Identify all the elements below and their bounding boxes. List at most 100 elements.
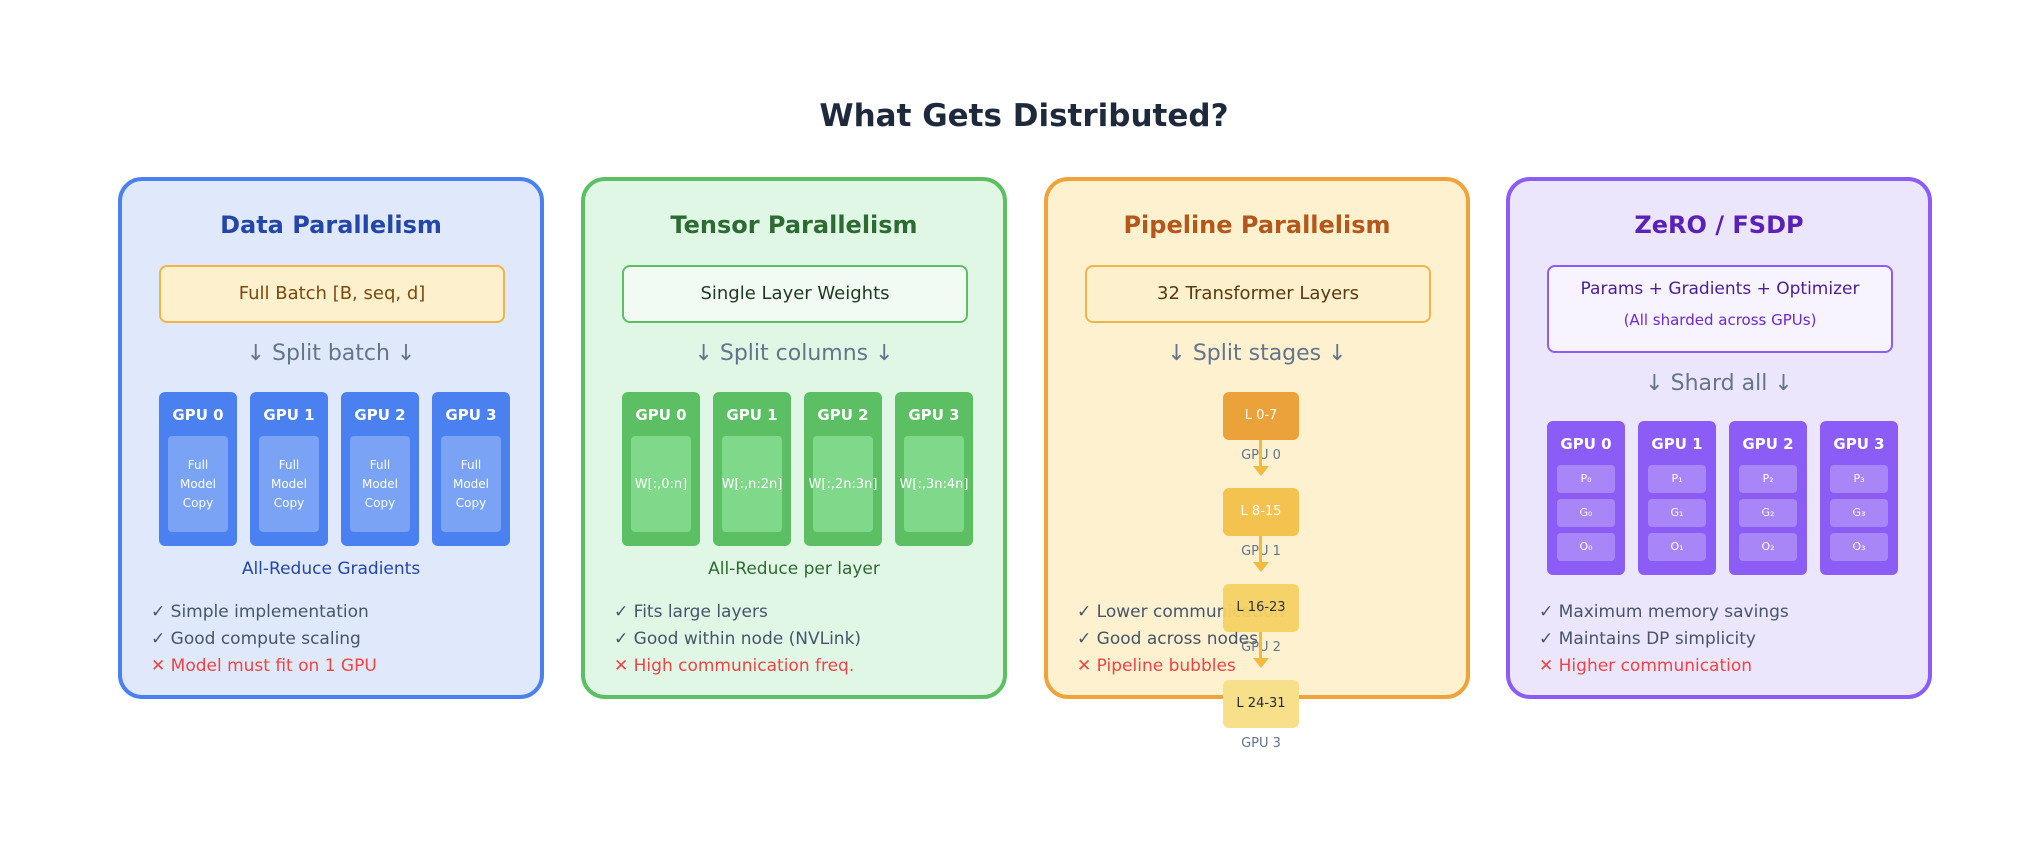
gpu-label: GPU 0	[172, 406, 224, 424]
panel-title: Pipeline Parallelism	[1123, 211, 1391, 239]
gpu-card: GPU 0 W[:,0:n]	[622, 392, 700, 546]
weight-shard: W[:,0:n]	[631, 436, 691, 532]
split-label: ↓ Shard all ↓	[1645, 371, 1793, 396]
pros-list: ✓ Maximum memory savings ✓ Maintains DP …	[1539, 599, 1789, 680]
con-item: ✕ Pipeline bubbles	[1077, 656, 1236, 676]
panel-tensor-parallelism: Tensor Parallelism Single Layer Weights …	[581, 177, 1007, 699]
gpu-label: GPU 1	[726, 406, 778, 424]
gpu-label: GPU 2	[354, 406, 406, 424]
page-title: What Gets Distributed?	[819, 98, 1229, 134]
gpu-label: GPU 0	[1560, 435, 1612, 453]
weights-box: Single Layer Weights	[622, 265, 968, 323]
gpu-card: GPU 2 P₂ G₂ O₂	[1729, 421, 1807, 575]
param-shard: P₀	[1557, 465, 1615, 493]
split-label: ↓ Split stages ↓	[1167, 341, 1347, 366]
model-copy-line: Copy	[182, 495, 214, 510]
pipeline-stage: L 24-31	[1223, 680, 1299, 728]
gpu-label: GPU 1	[263, 406, 315, 424]
param-shard: P₃	[1830, 465, 1888, 493]
pipeline-stage: L 16-23	[1223, 584, 1299, 632]
sharded-state-box: Params + Gradients + Optimizer (All shar…	[1547, 265, 1893, 353]
pro-item: ✓ Simple implementation	[151, 602, 369, 622]
model-copy-line: Full	[187, 457, 209, 472]
panel-title: Tensor Parallelism	[670, 211, 918, 239]
model-copy-line: Full	[278, 457, 300, 472]
model-copy-line: Model	[179, 476, 217, 491]
batch-box: Full Batch [B, seq, d]	[159, 265, 505, 323]
model-copy-line: Copy	[455, 495, 487, 510]
weight-shard: W[:,3n:4n]	[900, 436, 968, 532]
down-arrow-head	[1253, 658, 1269, 668]
layers-box: 32 Transformer Layers	[1085, 265, 1431, 323]
pipeline-stage: L 0-7	[1223, 392, 1299, 440]
panel-title: ZeRO / FSDP	[1634, 211, 1804, 239]
gpu-label: GPU 2	[1742, 435, 1794, 453]
gpu-label: GPU 2	[817, 406, 869, 424]
grad-shard: G₂	[1739, 499, 1797, 527]
pro-item: ✓ Good within node (NVLink)	[614, 629, 862, 649]
con-item: ✕ Model must fit on 1 GPU	[151, 656, 377, 676]
con-item: ✕ Higher communication	[1539, 656, 1753, 676]
box-line: Params + Gradients + Optimizer	[1580, 279, 1860, 299]
optim-shard: O₃	[1830, 533, 1888, 561]
panel-pipeline-parallelism: Pipeline Parallelism 32 Transformer Laye…	[1044, 177, 1470, 751]
gpu-label: GPU 3	[908, 406, 960, 424]
model-copy-line: Model	[452, 476, 490, 491]
pros-list: ✓ Fits large layers ✓ Good within node (…	[614, 599, 861, 680]
gpu-label: GPU 1	[1651, 435, 1703, 453]
gpu-card: GPU 1 W[:,n:2n]	[713, 392, 791, 546]
pro-item: ✓ Maintains DP simplicity	[1539, 629, 1756, 649]
model-copy-line: Copy	[273, 495, 305, 510]
split-label: ↓ Split batch ↓	[246, 341, 416, 366]
down-arrow	[1259, 536, 1262, 564]
stage-gpu-label: GPU 3	[1241, 736, 1281, 751]
grad-shard: G₃	[1830, 499, 1888, 527]
pro-item: ✓ Maximum memory savings	[1539, 602, 1789, 622]
model-copy-line: Full	[460, 457, 482, 472]
pro-item: ✓ Good compute scaling	[151, 629, 361, 649]
gpu-card: GPU 1 P₁ G₁ O₁	[1638, 421, 1716, 575]
optim-shard: O₁	[1648, 533, 1706, 561]
panel-data-parallelism: Data Parallelism Full Batch [B, seq, d] …	[118, 177, 544, 699]
grad-shard: G₁	[1648, 499, 1706, 527]
pro-item: ✓ Good across nodes	[1077, 629, 1258, 649]
gpu-card: GPU 0 P₀ G₀ O₀	[1547, 421, 1625, 575]
weight-shard: W[:,2n:3n]	[809, 436, 877, 532]
model-copy-line: Model	[270, 476, 308, 491]
down-arrow	[1259, 632, 1262, 660]
down-arrow	[1259, 440, 1262, 468]
model-copy-line: Model	[361, 476, 399, 491]
gpu-label: GPU 3	[1833, 435, 1885, 453]
grad-shard: G₀	[1557, 499, 1615, 527]
down-arrow-head	[1253, 562, 1269, 572]
panel-zero-fsdp: ZeRO / FSDP Params + Gradients + Optimiz…	[1506, 177, 1932, 699]
reduce-label: All-Reduce per layer	[708, 559, 880, 579]
optim-shard: O₂	[1739, 533, 1797, 561]
gpu-card: GPU 3 W[:,3n:4n]	[895, 392, 973, 546]
model-copy-line: Copy	[364, 495, 396, 510]
pro-item: ✓ Fits large layers	[614, 602, 768, 622]
down-arrow-head	[1253, 466, 1269, 476]
param-shard: P₁	[1648, 465, 1706, 493]
con-item: ✕ High communication freq.	[614, 656, 855, 676]
weight-shard: W[:,n:2n]	[722, 436, 782, 532]
pipeline-stage: L 8-15	[1223, 488, 1299, 536]
param-shard: P₂	[1739, 465, 1797, 493]
gpu-card: GPU 3 P₃ G₃ O₃	[1820, 421, 1898, 575]
gpu-label: GPU 3	[445, 406, 497, 424]
panel-title: Data Parallelism	[220, 211, 442, 239]
model-copy-line: Full	[369, 457, 391, 472]
reduce-label: All-Reduce Gradients	[241, 559, 421, 579]
gpu-label: GPU 0	[635, 406, 687, 424]
split-label: ↓ Split columns ↓	[694, 341, 894, 366]
optim-shard: O₀	[1557, 533, 1615, 561]
pros-list: ✓ Simple implementation ✓ Good compute s…	[151, 599, 377, 680]
